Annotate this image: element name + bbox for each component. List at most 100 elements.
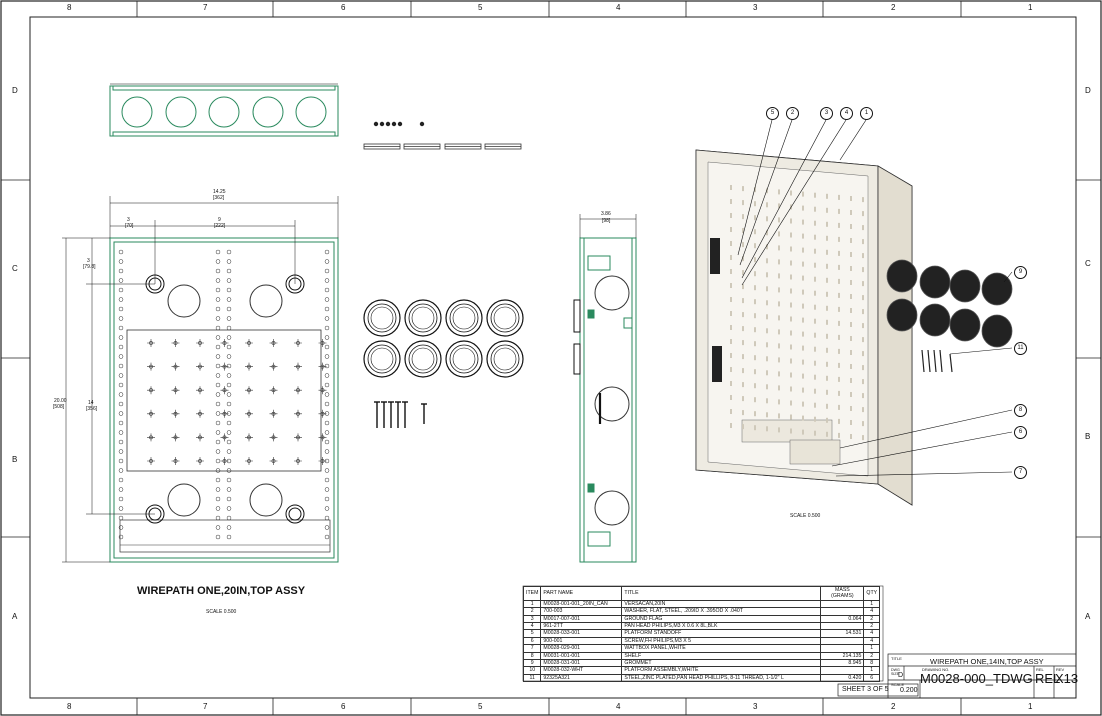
bom-title: WATTBOX PANEL,WHITE	[621, 644, 822, 653]
rev-value: X13	[1055, 671, 1079, 686]
dim-top-offset-mm: [79.8]	[83, 264, 96, 270]
balloon-7: 7	[1014, 466, 1027, 479]
balloon-3: 3	[820, 107, 833, 120]
dim-overall-width: 14.25	[213, 189, 226, 195]
bom-part-name: M0031-001-001	[540, 651, 623, 661]
bom-item: 10	[522, 666, 542, 675]
bom-title: PLATFORM ASSEMBLY,WHITE	[621, 666, 822, 675]
bom-title: VERSACAN,20IN	[621, 599, 822, 609]
zone-row-a: A	[1085, 612, 1091, 621]
bom-qty: 4	[863, 629, 881, 638]
top-view	[109, 83, 339, 137]
bom-item: 6	[522, 636, 542, 646]
dim-depth-mm: [98]	[602, 218, 611, 224]
dim-left-offset-mm: [70]	[125, 223, 134, 229]
bom-part-name: 961-2TT	[540, 622, 623, 631]
bom-header-item: ITEM	[522, 586, 542, 601]
dim-overall-height: 20.00	[54, 398, 67, 404]
dim-hole-height-mm: [356]	[86, 406, 98, 412]
dim-overall-height-mm: [508]	[53, 404, 65, 410]
balloon-4: 4	[840, 107, 853, 120]
bom-item: 9	[522, 659, 542, 668]
title-label: TITLE	[891, 656, 902, 661]
bom-mass: 14.531	[820, 629, 865, 638]
bom-mass	[820, 666, 865, 675]
scale-label: SCALE	[891, 682, 905, 687]
bom-item: 1	[522, 599, 542, 609]
zone-col-2: 2	[891, 702, 896, 711]
bom-title: GROMMET	[621, 659, 822, 668]
bom-qty: 4	[863, 636, 881, 646]
balloon-1: 1	[860, 107, 873, 120]
zone-col-3: 3	[753, 702, 758, 711]
bom-item: 7	[522, 644, 542, 653]
dim-hole-spacing-mm: [222]	[214, 223, 226, 229]
zone-col-8: 8	[67, 702, 72, 711]
dim-hole-spacing: 9	[218, 217, 221, 223]
rev-label: REV	[1056, 667, 1065, 672]
bom-part-name: 92325A321	[540, 673, 623, 683]
bom-mass: 8.945	[820, 659, 865, 668]
bom-item: 11	[522, 673, 542, 683]
bom-qty: 1	[863, 666, 881, 675]
bom-qty: 4	[863, 607, 881, 616]
bom-title: STEEL,ZINC PLATED,PAN HEAD PHILLIPS, 8-1…	[621, 673, 822, 683]
bom-part-name: M0017-007-001	[540, 614, 623, 624]
bom-mass: 0.420	[820, 673, 865, 683]
bom-item: 8	[522, 651, 542, 661]
rel-value: REL	[1035, 671, 1061, 686]
hardware-row	[363, 121, 522, 150]
bom-qty: 2	[863, 622, 881, 631]
bom-part-name: M0028-031-001	[540, 659, 623, 668]
dim-depth: 3.86	[601, 211, 611, 217]
bom-qty: 1	[863, 644, 881, 653]
zone-row-c: C	[12, 264, 18, 273]
bom-item: 2	[522, 607, 542, 616]
bom-mass: 0.064	[820, 614, 865, 624]
inner-frame	[29, 16, 1077, 699]
zone-col-3: 3	[753, 3, 758, 12]
bom-mass: 214.135	[820, 651, 865, 661]
balloon-6: 6	[1014, 426, 1027, 439]
drawing-number: M0028-000_TDWG	[920, 671, 1033, 686]
bom-qty: 6	[863, 673, 881, 683]
balloon-11: 11	[1014, 342, 1027, 355]
zone-col-1: 1	[1028, 702, 1033, 711]
balloon-9: 9	[1014, 266, 1027, 279]
zone-row-a: A	[12, 612, 18, 621]
zone-row-d: D	[12, 86, 18, 95]
bom-mass	[820, 644, 865, 653]
bom-part-name: 900-001	[540, 636, 623, 646]
title-block-title: WIREPATH ONE,14IN,TOP ASSY	[930, 657, 1044, 666]
balloon-5: 5	[766, 107, 779, 120]
iso-view-scale: SCALE 0.500	[790, 513, 821, 519]
bom-title: SCREW,FH PHILIPS,M3 X 5	[621, 636, 822, 646]
balloon-8: 8	[1014, 404, 1027, 417]
bom-title: WASHER, FLAT, STEEL, .209ID X .395OD X .…	[621, 607, 822, 616]
bom-item: 3	[522, 614, 542, 624]
scale-value: 0.200	[900, 687, 918, 694]
zone-col-4: 4	[616, 3, 621, 12]
bom-mass	[820, 607, 865, 616]
bom-part-name: M0028-001-001_20IN_CAN	[540, 599, 623, 609]
bom-header-mass: MASS (GRAMS)	[820, 586, 865, 601]
zone-col-6: 6	[341, 702, 346, 711]
dwg-size-label: DWG SIZE	[891, 668, 900, 676]
bom-header-title: TITLE	[621, 586, 822, 601]
dwg-size: D	[898, 672, 904, 679]
bom-part-name: M0028-033-001	[540, 629, 623, 638]
zone-col-8: 8	[67, 3, 72, 12]
dim-top-offset: 3	[87, 258, 90, 264]
bom-part-name: M0028-032-WHT	[540, 666, 623, 675]
